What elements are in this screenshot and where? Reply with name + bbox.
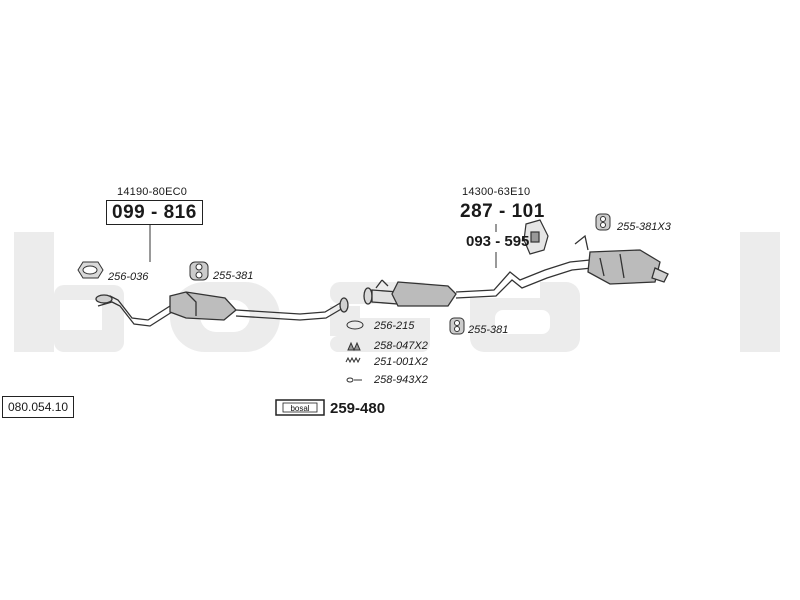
bosal-kit-badge: bosal (275, 399, 325, 416)
bolt-label: 258-943X2 (374, 374, 428, 386)
rubber-mount-icon (189, 261, 209, 281)
gasket-mid-label: 256-215 (374, 320, 415, 332)
spring-2-label: 251-001X2 (374, 356, 428, 368)
rubber-mount-middle-label: 255-381 (468, 324, 509, 336)
badge-text: bosal (290, 404, 309, 413)
spring-2-icon (345, 356, 361, 364)
rubber-mount-front-label: 255-381 (213, 270, 254, 282)
part-number-middle: 287 - 101 (460, 201, 545, 222)
oem-number-middle: 14300-63E10 (462, 186, 531, 198)
bracket-number: 093 - 595 (466, 233, 530, 250)
leader-lines (149, 224, 497, 268)
gasket-mid-icon (346, 320, 364, 330)
spring-icon (347, 341, 361, 352)
mounting-kit-label: 259-480 (330, 400, 386, 417)
rubber-mount-middle-icon (449, 317, 465, 335)
rubber-mount-rear-label: 255-381X3 (617, 221, 671, 233)
gasket-icon (77, 261, 104, 279)
bolt-icon (346, 377, 362, 383)
rear-silencer (574, 234, 669, 285)
reference-number: 080.054.10 (2, 396, 75, 418)
rubber-mount-rear-icon (595, 213, 611, 231)
middle-silencer (363, 259, 593, 307)
oem-number-front: 14190-80EC0 (117, 186, 188, 198)
part-number-front: 099 - 816 (106, 200, 203, 225)
gasket-front-label: 256-036 (108, 271, 149, 283)
front-pipe (95, 291, 349, 327)
bracket-icon (523, 219, 549, 255)
spring-label: 258-047X2 (374, 340, 428, 352)
